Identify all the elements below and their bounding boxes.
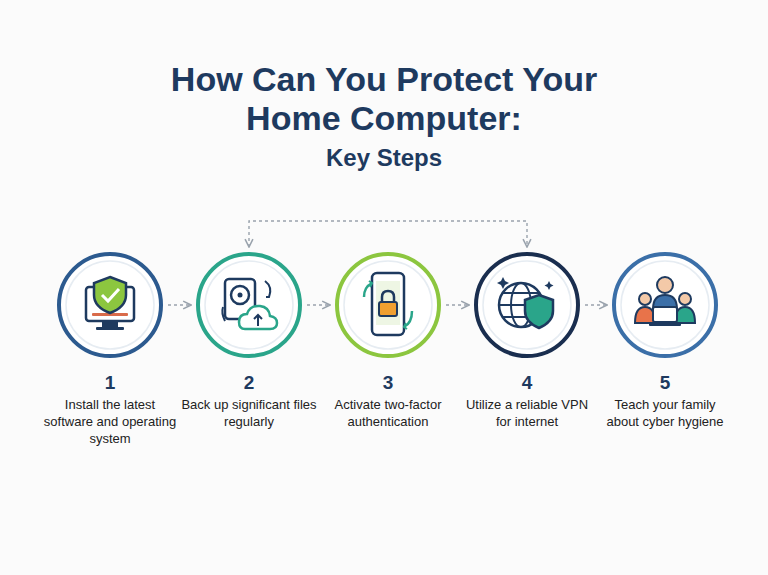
flow-arrow [446, 304, 469, 305]
step-number: 4 [459, 373, 595, 394]
step-circle [195, 251, 303, 359]
subtitle: Key Steps [0, 144, 768, 172]
step-node: 4Utilize a reliable VPN for internet [459, 251, 595, 431]
step-text: Install the latest software and operatin… [42, 397, 178, 448]
page-title: How Can You Protect Your Home Computer: [154, 60, 614, 138]
step-number: 1 [42, 373, 178, 394]
step-text: Teach your family about cyber hygiene [597, 397, 733, 431]
flow-arrow [168, 304, 191, 305]
step-number: 2 [181, 373, 317, 394]
step-text: Utilize a reliable VPN for internet [459, 397, 595, 431]
step-node: 5Teach your family about cyber hygiene [597, 251, 733, 431]
step-circle [56, 251, 164, 359]
flow-arrow [307, 304, 330, 305]
step-number: 5 [597, 373, 733, 394]
flow-arrow [249, 221, 527, 247]
step-node: 2Back up significant files regularly [181, 251, 317, 431]
step-text: Activate two-factor authentication [320, 397, 456, 431]
step-number: 3 [320, 373, 456, 394]
step-node: 3Activate two-factor authentication [320, 251, 456, 431]
step-circle [334, 251, 442, 359]
step-circle [611, 251, 719, 359]
step-circle [473, 251, 581, 359]
flow-arrow [585, 304, 607, 305]
step-text: Back up significant files regularly [181, 397, 317, 431]
step-node: 1Install the latest software and operati… [42, 251, 178, 448]
